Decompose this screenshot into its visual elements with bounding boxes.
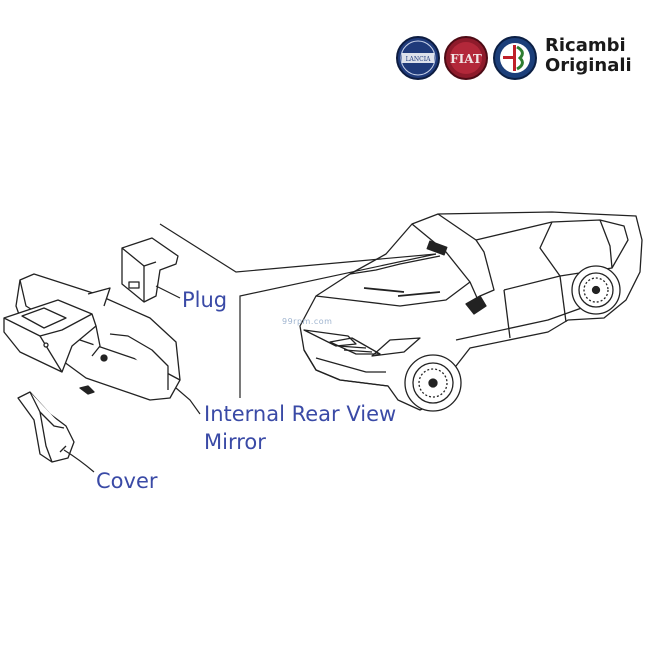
leader-lines <box>159 223 437 398</box>
brand-name: Ricambi Originali <box>545 36 632 76</box>
lancia-logo-text: LANCIA <box>406 56 432 63</box>
mirror-label-line2: Mirror <box>204 430 266 454</box>
plug-part <box>121 237 179 303</box>
mirror-label: Internal Rear View Mirror <box>204 400 396 456</box>
plug-label: Plug <box>182 288 228 312</box>
mirror-leader-line <box>175 387 201 415</box>
alfa-romeo-logo <box>493 36 537 80</box>
lancia-logo: LANCIA <box>396 36 440 80</box>
fiat-logo: FIAT <box>444 36 488 80</box>
plug-leader-line <box>155 285 181 299</box>
fiat-logo-text: FIAT <box>450 52 482 66</box>
mirror-part <box>3 273 181 401</box>
cover-part <box>17 391 75 463</box>
car-illustration <box>299 211 643 412</box>
brand-line2: Originali <box>545 55 632 76</box>
watermark: 99rpm.com <box>282 317 333 326</box>
mirror-label-line1: Internal Rear View <box>204 402 397 426</box>
brand-line1: Ricambi <box>545 35 626 56</box>
cover-leader-line <box>63 449 95 473</box>
cover-label: Cover <box>96 469 158 493</box>
